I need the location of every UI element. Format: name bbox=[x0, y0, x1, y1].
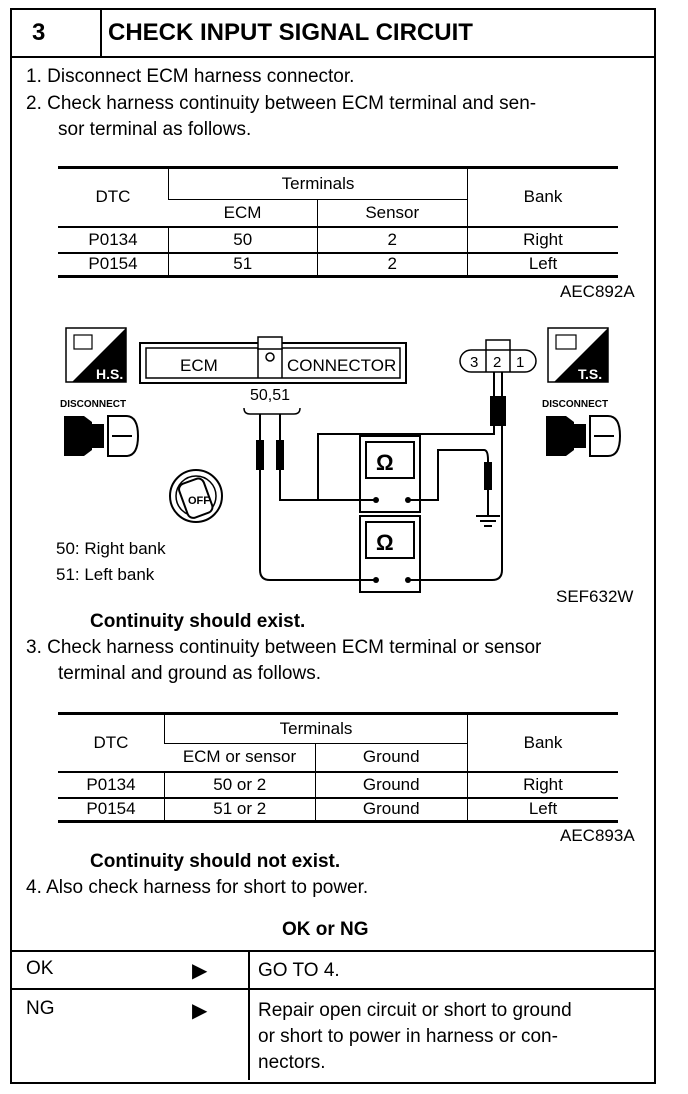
step-2-line1: 2. Check harness continuity between ECM … bbox=[26, 93, 537, 114]
ok-ng-heading: OK or NG bbox=[282, 919, 369, 940]
step-4: 4. Also check harness for short to power… bbox=[26, 877, 369, 898]
step-title: CHECK INPUT SIGNAL CIRCUIT bbox=[108, 19, 473, 46]
col-dtc: DTC bbox=[58, 166, 169, 227]
off-label: OFF bbox=[188, 495, 210, 507]
result-row-ng: NG ▶ Repair open circuit or short to gro… bbox=[12, 988, 654, 1082]
cell-dtc: P0154 bbox=[58, 251, 169, 278]
legend-left-bank: 51: Left bank bbox=[56, 565, 155, 584]
cell-ground: Ground bbox=[314, 770, 468, 798]
continuity-table-1: DTC Terminals Bank ECM Sensor P0134 50 2… bbox=[58, 166, 618, 278]
procedure-page: 3 CHECK INPUT SIGNAL CIRCUIT 1. Disconne… bbox=[10, 8, 656, 1084]
col-terminals: Terminals bbox=[168, 166, 468, 200]
hs-icon: H.S. bbox=[65, 327, 127, 383]
col-bank: Bank bbox=[467, 166, 618, 227]
figure-code-1: AEC892A bbox=[560, 282, 635, 301]
disconnect-label-left: DISCONNECT bbox=[60, 399, 126, 410]
cell-sensor: 2 bbox=[316, 225, 468, 253]
cell-sensor: 2 bbox=[316, 251, 468, 278]
arrow-right-icon: ▶ bbox=[192, 1000, 208, 1022]
plug-icon bbox=[546, 415, 622, 457]
figure-code-3: AEC893A bbox=[560, 826, 635, 845]
cell-bank: Right bbox=[467, 770, 618, 798]
ecm-label: ECM bbox=[180, 356, 218, 375]
col-ecm-or-sensor: ECM or sensor bbox=[164, 743, 315, 772]
legend-right-bank: 50: Right bank bbox=[56, 539, 166, 558]
step-2-line2: sor terminal as follows. bbox=[58, 119, 252, 140]
ground-icon bbox=[476, 510, 500, 527]
continuity-note-1: Continuity should exist. bbox=[90, 611, 306, 632]
disconnect-label-right: DISCONNECT bbox=[542, 399, 608, 410]
cell-dtc: P0134 bbox=[58, 770, 165, 798]
svg-text:2: 2 bbox=[493, 354, 501, 371]
ohm-symbol: Ω bbox=[376, 450, 394, 475]
cell-bank: Left bbox=[467, 251, 618, 278]
col-sensor: Sensor bbox=[316, 199, 468, 227]
result-action-line3: nectors. bbox=[258, 1052, 326, 1073]
result-label: NG bbox=[26, 998, 55, 1019]
col-ground: Ground bbox=[314, 743, 468, 772]
result-label: OK bbox=[26, 958, 54, 979]
svg-text:3: 3 bbox=[470, 354, 478, 371]
col-bank: Bank bbox=[467, 712, 618, 772]
svg-text:1: 1 bbox=[516, 354, 524, 371]
step-number: 3 bbox=[12, 10, 102, 56]
step-header: 3 CHECK INPUT SIGNAL CIRCUIT bbox=[12, 10, 654, 58]
continuity-table-2: DTC Terminals Bank ECM or sensor Ground … bbox=[58, 712, 618, 823]
figure-code-2: SEF632W bbox=[556, 587, 633, 606]
table-row: P0134 50 or 2 Ground Right bbox=[58, 770, 618, 798]
result-row-ok: OK ▶ GO TO 4. bbox=[12, 950, 654, 990]
table-row: P0154 51 or 2 Ground Left bbox=[58, 796, 618, 823]
svg-text:Ω: Ω bbox=[376, 530, 394, 555]
col-dtc: DTC bbox=[58, 712, 165, 772]
connector-label: CONNECTOR bbox=[287, 356, 396, 375]
cell-ground: Ground bbox=[314, 796, 468, 823]
cell-ecm: 51 bbox=[168, 251, 317, 278]
cell-ecm: 50 bbox=[168, 225, 317, 253]
result-divider bbox=[248, 950, 250, 1080]
step-1: 1. Disconnect ECM harness connector. bbox=[26, 66, 355, 87]
cell-bank: Left bbox=[467, 796, 618, 823]
cell-ecm: 50 or 2 bbox=[164, 770, 315, 798]
cell-bank: Right bbox=[467, 225, 618, 253]
terminal-label: 50,51 bbox=[250, 387, 290, 404]
cell-ecm: 51 or 2 bbox=[164, 796, 315, 823]
plug-icon bbox=[64, 415, 140, 457]
cell-dtc: P0134 bbox=[58, 225, 169, 253]
col-ecm: ECM bbox=[168, 199, 317, 227]
sensor-connector: 3 2 1 bbox=[459, 339, 537, 373]
step-3-line1: 3. Check harness continuity between ECM … bbox=[26, 637, 542, 658]
continuity-note-2: Continuity should not exist. bbox=[90, 851, 341, 872]
arrow-right-icon: ▶ bbox=[192, 960, 208, 982]
ts-icon: T.S. bbox=[547, 327, 609, 383]
ts-label: T.S. bbox=[578, 366, 602, 382]
result-action: GO TO 4. bbox=[258, 960, 340, 981]
col-terminals: Terminals bbox=[164, 712, 468, 744]
wiring-diagram: H.S. T.S. DISCONNECT DISCONNECT bbox=[56, 327, 633, 606]
result-action-line1: Repair open circuit or short to ground bbox=[258, 1000, 572, 1021]
table-row: P0134 50 2 Right bbox=[58, 225, 618, 253]
cell-dtc: P0154 bbox=[58, 796, 165, 823]
ignition-key-icon: OFF bbox=[169, 469, 223, 523]
result-action-line2: or short to power in harness or con- bbox=[258, 1026, 558, 1047]
hs-label: H.S. bbox=[96, 366, 123, 382]
table-row: P0154 51 2 Left bbox=[58, 251, 618, 278]
step-3-line2: terminal and ground as follows. bbox=[58, 663, 321, 684]
